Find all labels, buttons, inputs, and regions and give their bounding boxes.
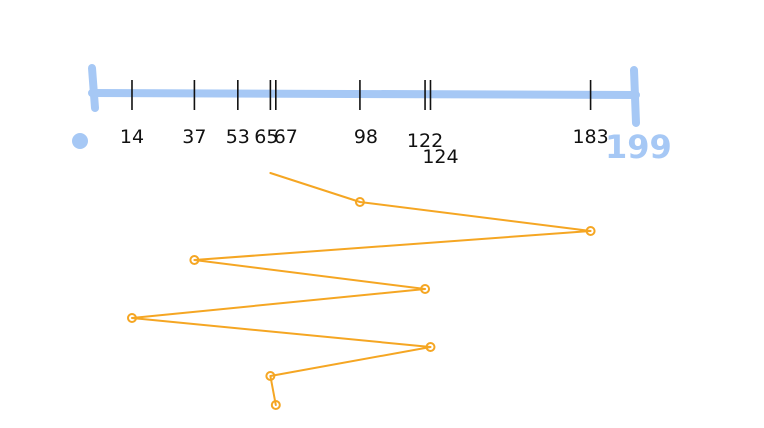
- tick-group: [131, 80, 592, 110]
- path-nodes: [126, 197, 596, 410]
- min-label-mark: [72, 133, 88, 149]
- tick-label-98: 98: [354, 126, 378, 148]
- tick-label-65: 65: [254, 126, 278, 148]
- tick-label-37: 37: [182, 126, 206, 148]
- min-label: 0: [0, 0, 10, 4]
- axis-start-cap: [88, 64, 99, 112]
- tick-label-122: 122: [407, 130, 443, 152]
- axis-end-cap: [630, 66, 640, 127]
- service-path: [126, 172, 596, 410]
- tick-label-53: 53: [226, 126, 250, 148]
- path-line: [130, 172, 592, 406]
- max-label: 199: [605, 128, 672, 166]
- path-node-122: [420, 284, 431, 294]
- path-node-37: [189, 255, 200, 265]
- path-node-67: [270, 400, 281, 410]
- tick-label-14: 14: [120, 126, 144, 148]
- axis-line: [88, 89, 640, 99]
- tick-label-67: 67: [274, 126, 298, 148]
- path-node-65: [265, 371, 276, 381]
- path-node-14: [126, 313, 137, 323]
- path-node-183: [585, 226, 596, 236]
- tick-label-183: 183: [572, 126, 608, 148]
- tick-label-124: 124: [422, 146, 458, 168]
- path-node-98: [354, 197, 365, 207]
- path-node-124: [425, 342, 436, 352]
